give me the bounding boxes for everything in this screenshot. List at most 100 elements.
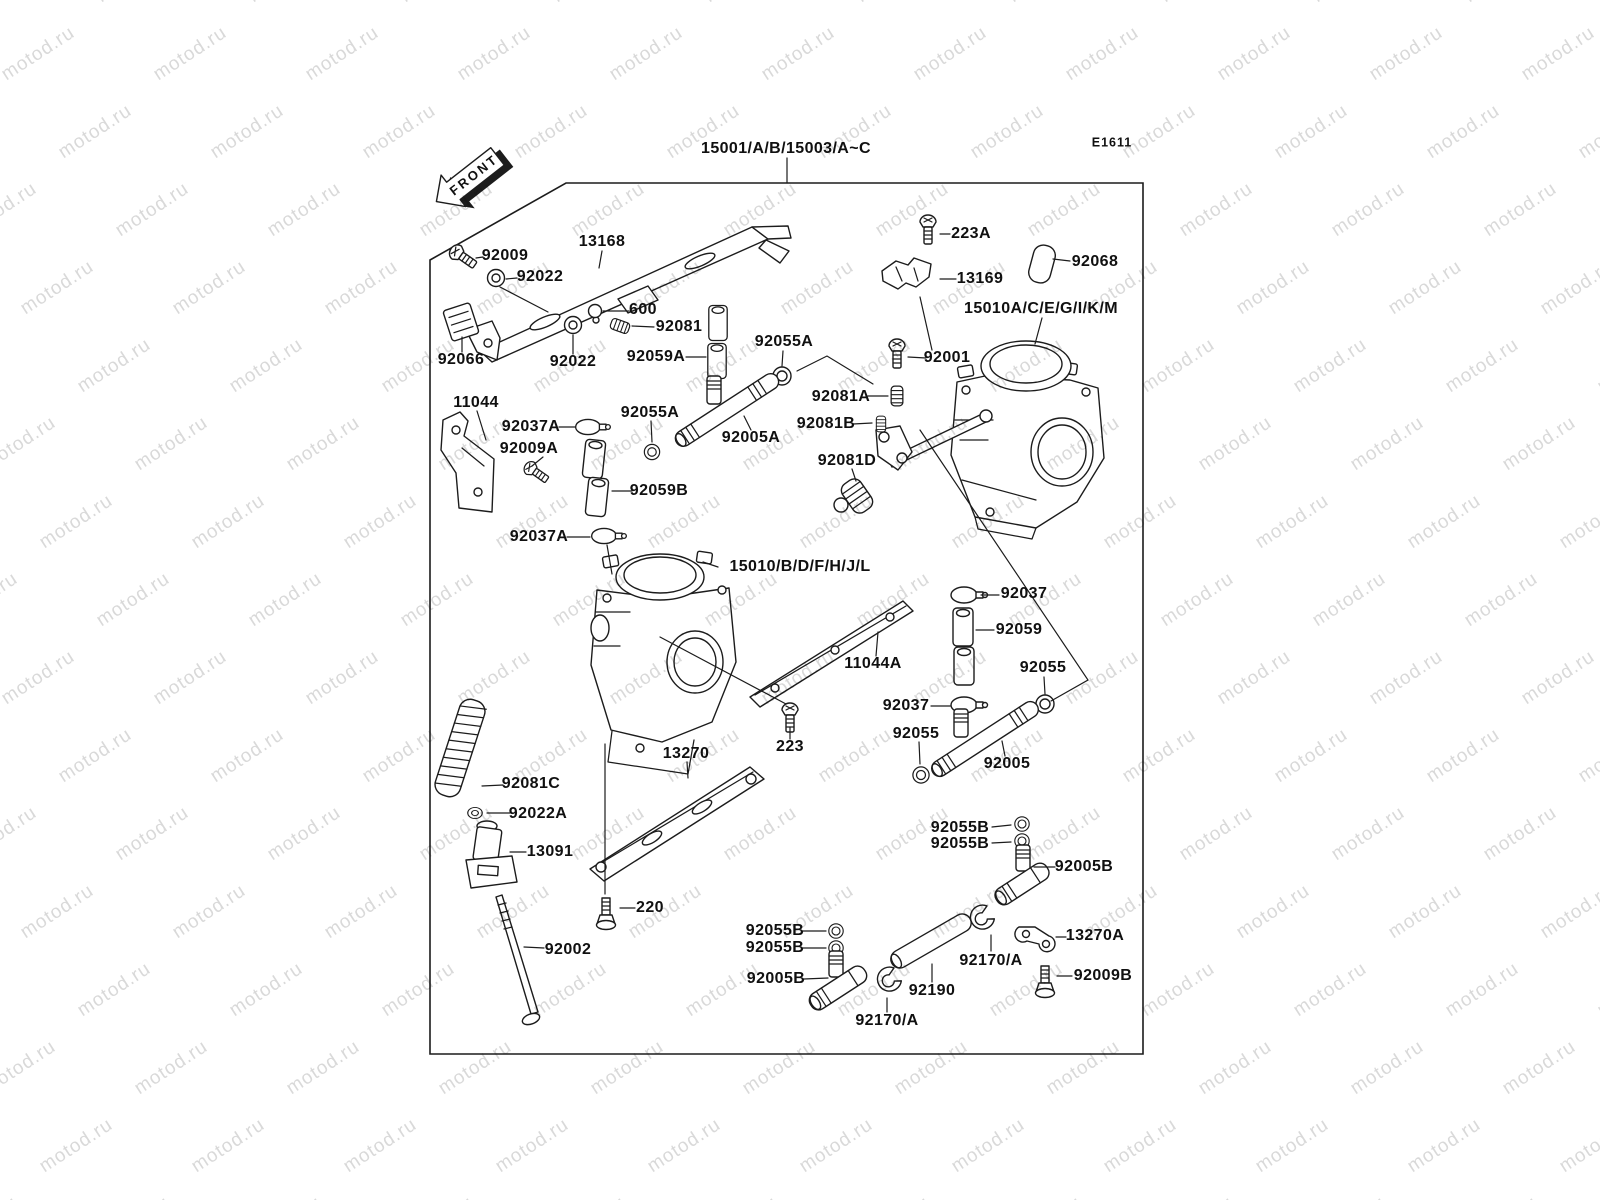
screw-92009-drawing [445, 241, 481, 273]
part-label-92005b: 92005B [747, 970, 805, 987]
leader-line [1043, 676, 1046, 695]
oring-92055b-l1-drawing [828, 923, 844, 939]
part-label-92081: 92081 [656, 318, 703, 335]
part-label-92037a: 92037A [510, 528, 568, 545]
leader-line [781, 350, 784, 367]
oring-92055a2-drawing [643, 443, 661, 461]
part-label-92037a: 92037A [502, 418, 560, 435]
part-label-92055b: 92055B [931, 819, 989, 836]
choke-link-drawing [875, 409, 993, 471]
oring-92055-2-drawing [912, 766, 930, 784]
leader-line [991, 841, 1012, 844]
leader-line [1001, 740, 1006, 757]
leader-line [919, 429, 1089, 702]
part-label-92170-a: 92170/A [855, 1012, 918, 1029]
part-label-92055b: 92055B [746, 922, 804, 939]
leader-line [919, 296, 933, 351]
part-label-92170-a: 92170/A [959, 952, 1022, 969]
washer-92022a-drawing [467, 806, 483, 820]
tube-92059b-lower-drawing [584, 476, 610, 518]
pipe-92005-drawing [931, 700, 1039, 778]
part-label-92190: 92190 [909, 982, 956, 999]
tube-92059-lower-drawing [953, 646, 975, 686]
tube-92059-upper-drawing [952, 607, 974, 647]
oring-92055b-r1-drawing [1014, 816, 1030, 832]
diagram-border [429, 182, 1144, 1055]
part-label-13169: 13169 [957, 270, 1004, 287]
part-label-92081a: 92081A [812, 388, 870, 405]
part-label-13168: 13168 [579, 233, 626, 250]
leader-line [499, 286, 549, 313]
part-label-11044a: 11044A [844, 655, 902, 672]
lever-13169-drawing [881, 257, 932, 290]
part-label-92022a: 92022A [509, 805, 567, 822]
leader-line [523, 946, 545, 949]
part-label-92055b: 92055B [931, 835, 989, 852]
part-label-92059: 92059 [996, 621, 1043, 638]
part-label-92059a: 92059A [627, 348, 685, 365]
part-label-92009b: 92009B [1074, 967, 1132, 984]
leader-line [1034, 317, 1043, 345]
pipe-92005a-drawing [674, 372, 780, 448]
fitting-92005b-left-drawing [808, 950, 868, 1011]
leader-line [659, 636, 787, 705]
part-label-92022: 92022 [517, 268, 564, 285]
leader-line [702, 561, 719, 568]
part-label-92009: 92009 [482, 247, 529, 264]
part-label-92005: 92005 [984, 755, 1031, 772]
part-label-92081d: 92081D [818, 452, 876, 469]
clamp-92170a-right-drawing [967, 902, 997, 932]
float-valve-92037a-drawing [574, 418, 611, 436]
needle-92002-drawing [495, 894, 541, 1026]
part-label-13270a: 13270A [1066, 927, 1124, 944]
part-label-92055: 92055 [893, 725, 940, 742]
leader-line [505, 277, 518, 280]
leader-line [475, 256, 484, 259]
part-label-92005a: 92005A [722, 429, 780, 446]
parts-artwork [434, 214, 1105, 1026]
leader-line [476, 410, 487, 441]
part-label-13270: 13270 [663, 745, 710, 762]
leader-line [481, 784, 504, 787]
bracket-13270-drawing [589, 766, 765, 882]
part-label-92022: 92022 [550, 353, 597, 370]
part-label-223a: 223A [951, 225, 991, 242]
leader-line [686, 761, 689, 779]
leader-line [991, 824, 1012, 828]
bracket-11044-drawing [440, 411, 495, 513]
leader-line [852, 422, 873, 425]
leader-line [743, 415, 752, 431]
part-label-600: 600 [629, 301, 657, 318]
spring-92081a-drawing [890, 385, 904, 407]
part-label-92055a: 92055A [621, 404, 679, 421]
part-label-15001-a-b-15003-a-c: 15001/A/B/15003/A~C [701, 140, 871, 157]
leader-line [606, 544, 613, 575]
leader-line [851, 468, 857, 482]
part-label-92037: 92037 [883, 697, 930, 714]
part-label-92002: 92002 [545, 941, 592, 958]
screw-92001-drawing [888, 338, 906, 369]
pin-600-drawing [587, 303, 603, 319]
leader-line [598, 250, 603, 269]
leader-line [631, 325, 655, 328]
screw-220-drawing [595, 897, 617, 931]
leader-line [875, 631, 879, 657]
leader-line [907, 356, 927, 359]
screw-92009b-drawing [1034, 965, 1056, 999]
spring-92081-drawing [608, 317, 632, 335]
part-label-15010a-c-e-g-i-k-m: 15010A/C/E/G/I/K/M [964, 300, 1118, 317]
clamp-92170a-left-drawing [874, 964, 904, 994]
part-label-223: 223 [776, 738, 804, 755]
washer-92022-drawing [486, 268, 506, 288]
screw-223a-drawing [919, 214, 937, 245]
leader-line [796, 355, 874, 385]
leader-line [918, 741, 921, 765]
leader-line [650, 420, 653, 443]
spring-92081b-drawing [875, 415, 887, 433]
part-label-92005b: 92005B [1055, 858, 1113, 875]
leader-line [803, 977, 829, 980]
carburetor-lower-drawing [590, 550, 737, 775]
